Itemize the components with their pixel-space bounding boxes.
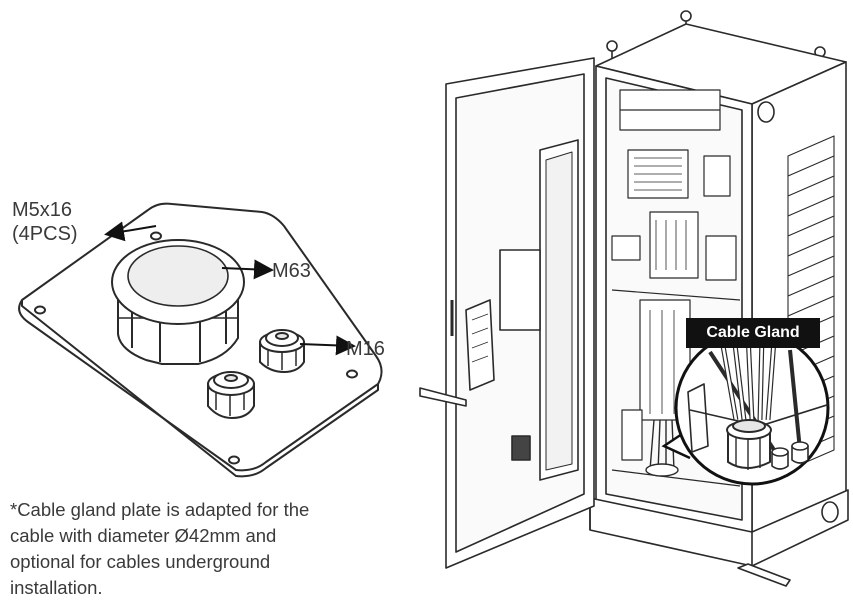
m16-label: M16	[346, 338, 385, 360]
screw-hole	[150, 231, 162, 241]
internal-components	[611, 89, 741, 487]
screw-hole	[34, 305, 46, 315]
lifting-eye	[680, 10, 692, 28]
installation-note: *Cable gland plate is adapted for the ca…	[10, 499, 310, 598]
cable-gland-tag: Cable Gland	[686, 318, 820, 348]
screw-hole	[228, 455, 240, 465]
m5x16-qty-text: (4PCS)	[12, 223, 78, 245]
magnifier-zoom	[674, 330, 830, 486]
zoom-gland-body	[726, 419, 772, 470]
m16-gland	[207, 371, 255, 420]
inverter-cabinet	[419, 10, 849, 587]
cable-bundle	[645, 419, 679, 477]
m63-gland	[111, 239, 245, 365]
m5-arrow	[104, 221, 157, 242]
m16-gland	[259, 329, 305, 374]
m5x16-label: M5x16 (4PCS)	[12, 198, 78, 246]
lifting-eye	[606, 40, 618, 58]
zoom-small-gland	[771, 441, 809, 470]
screw-hole	[346, 369, 358, 379]
m5x16-text: M5x16	[12, 199, 73, 221]
m63-label: M63	[272, 260, 311, 282]
m16-arrow	[299, 335, 356, 356]
m63-arrow	[221, 259, 274, 280]
